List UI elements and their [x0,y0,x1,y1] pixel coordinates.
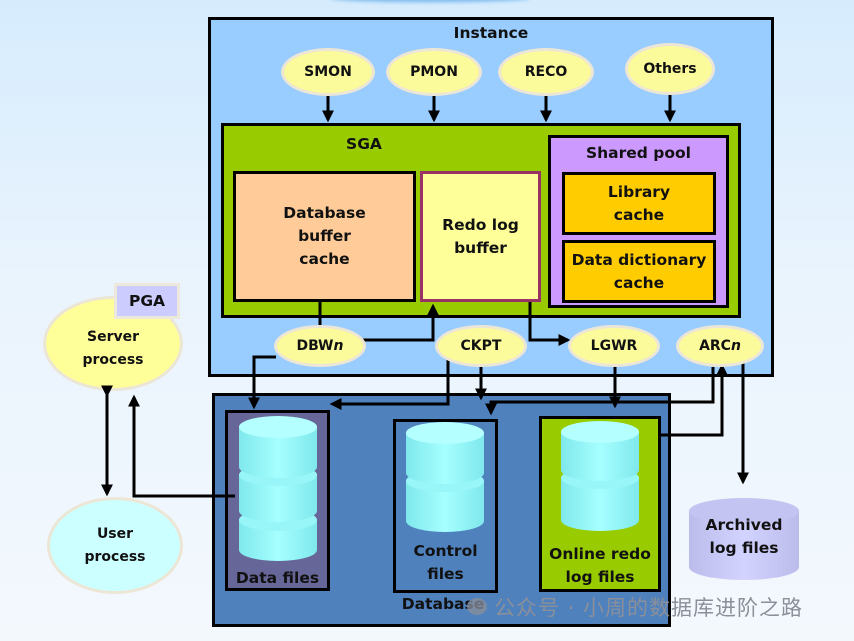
process-pmon-label: PMON [410,63,458,80]
process-smon[interactable]: SMON [281,48,375,96]
arcn-base: ARC [699,337,731,354]
process-reco-label: RECO [524,63,568,80]
process-lgwr[interactable]: LGWR [568,325,660,367]
user-process-line2: process [84,548,146,565]
database-buffer-cache[interactable]: Database buffer cache [233,171,416,302]
buffer-cache-line2: buffer [298,227,351,245]
sga-label: SGA [346,135,382,153]
process-reco[interactable]: RECO [498,48,594,96]
redo-buffer-line1: Redo log [442,216,519,234]
dictionary-cache-line1: Data dictionary [571,251,707,269]
data-dictionary-cache[interactable]: Data dictionary cache [562,240,716,303]
process-others-label: Others [643,60,697,77]
instance-label: Instance [453,24,529,42]
redo-log-buffer[interactable]: Redo log buffer [420,171,541,302]
control-files-line2: files [427,565,464,583]
wechat-icon [467,598,487,615]
header-glow [330,0,530,2]
server-process-line2: process [82,351,144,368]
library-cache-line2: cache [613,206,665,224]
buffer-cache-line3: cache [299,250,350,268]
control-files-line1: Control [413,542,478,560]
redo-buffer-line2: buffer [454,239,507,257]
control-files-cylinder-icon [406,422,484,532]
online-redo-cylinder-icon [561,421,639,531]
process-dbwn[interactable]: DBWn [274,325,366,367]
buffer-cache-line1: Database [283,204,366,222]
online-redo-line1: Online redo [549,545,651,563]
data-files-cylinder-icon [239,416,317,561]
ckpt-label: CKPT [460,337,502,354]
user-process[interactable]: User process [47,497,183,594]
process-ckpt[interactable]: CKPT [435,325,527,367]
user-process-line1: User [96,525,134,542]
dbwn-suffix: n [333,337,344,354]
archived-line1: Archived [705,516,783,534]
shared-pool-label: Shared pool [585,144,691,162]
watermark-text: 公众号 · 小周的数据库进阶之路 [494,596,804,620]
dictionary-cache-line2: cache [613,274,665,292]
process-others[interactable]: Others [625,43,715,95]
archived-log-files-cylinder-icon[interactable] [688,497,800,582]
data-files-label: Data files [235,569,320,587]
dbwn-base: DBW [296,337,334,354]
database-label: Database [401,595,485,613]
pga-label: PGA [128,292,166,310]
library-cache-line1: Library [607,183,671,201]
online-redo-line2: log files [565,568,635,586]
lgwr-label: LGWR [590,337,638,354]
archived-log-files: Archived log files [688,514,800,560]
archived-line2: log files [709,539,779,557]
process-arcn[interactable]: ARCn [676,325,764,367]
process-smon-label: SMON [304,63,352,80]
arcn-suffix: n [730,337,741,354]
pga-box[interactable]: PGA [114,283,180,319]
server-process-line1: Server [86,328,139,345]
library-cache[interactable]: Library cache [562,172,716,235]
process-pmon[interactable]: PMON [386,48,482,96]
